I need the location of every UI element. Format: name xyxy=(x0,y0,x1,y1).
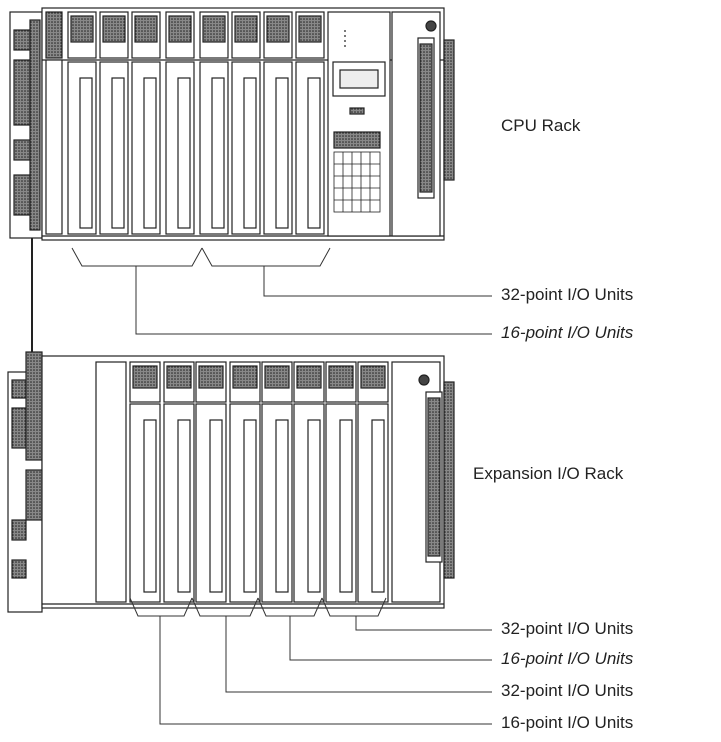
cpu-rack-callout-lines xyxy=(72,248,492,334)
expansion-callout-2: 16-point I/O Units xyxy=(501,649,633,669)
cpu-callout-32-point: 32-point I/O Units xyxy=(501,285,633,305)
cpu-module xyxy=(328,12,390,236)
expansion-io-unit-tops xyxy=(130,362,388,402)
expansion-rack-callout-lines xyxy=(130,598,492,724)
cpu-rack-label: CPU Rack xyxy=(501,116,580,136)
expansion-callout-4: 16-point I/O Units xyxy=(501,713,633,733)
expansion-io-unit-bodies xyxy=(130,404,388,602)
expansion-callout-1: 32-point I/O Units xyxy=(501,619,633,639)
expansion-callout-3: 32-point I/O Units xyxy=(501,681,633,701)
cpu-callout-16-point: 16-point I/O Units xyxy=(501,323,633,343)
expansion-rack-label: Expansion I/O Rack xyxy=(473,464,623,484)
cpu-rack xyxy=(10,8,454,240)
expansion-rack xyxy=(8,352,454,612)
